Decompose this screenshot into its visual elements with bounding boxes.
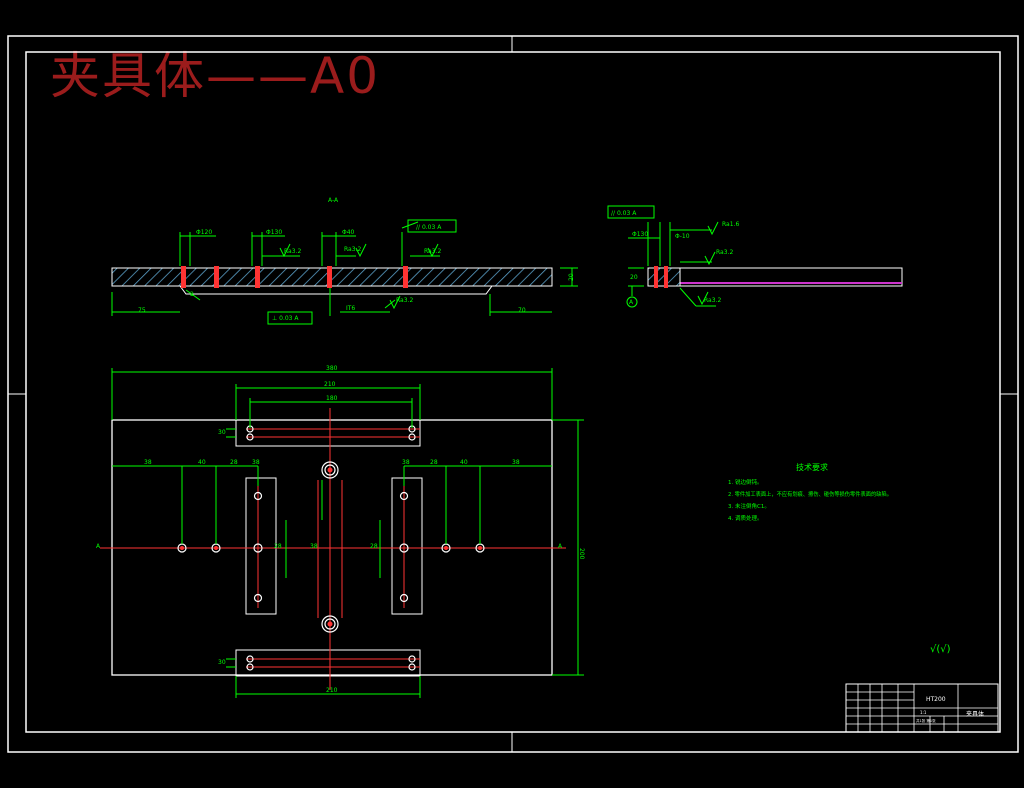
roughness-note: √(√) xyxy=(930,644,951,655)
title-block-scale: 1:1 xyxy=(920,710,927,715)
title-block-material: HT200 xyxy=(926,696,946,703)
svg-text:210: 210 xyxy=(324,381,336,388)
svg-text:A-A: A-A xyxy=(328,197,339,204)
svg-text:Ra1.6: Ra1.6 xyxy=(722,221,739,228)
svg-text:40: 40 xyxy=(198,459,206,466)
svg-text:30: 30 xyxy=(218,429,226,436)
front-section-view: A-A 75 70 20 Φ120 Φ130 Φ40 // 0.03 A Ra3… xyxy=(111,197,578,325)
title-block-sheet: 共1张 第1张 xyxy=(916,718,936,723)
svg-text:A: A xyxy=(96,543,101,550)
notes-heading: 技术要求 xyxy=(796,462,828,472)
svg-text:38: 38 xyxy=(252,459,260,466)
note-line: 4. 调质处理。 xyxy=(728,514,763,522)
svg-text:Ra3.2: Ra3.2 xyxy=(704,297,721,304)
svg-text:38: 38 xyxy=(512,459,520,466)
svg-text:380: 380 xyxy=(326,365,338,372)
svg-text:40: 40 xyxy=(460,459,468,466)
drawing-title: 夹具体——A0 xyxy=(50,47,381,105)
svg-text:A: A xyxy=(629,299,634,306)
note-line: 2. 零件加工表面上，不应有划痕、擦伤、碰伤等损伤零件表面的缺陷。 xyxy=(728,490,892,498)
title-block: HT200 夹具体 1:1 共1张 第1张 xyxy=(845,683,999,733)
svg-text:28: 28 xyxy=(230,459,238,466)
svg-text:Φ-10: Φ-10 xyxy=(675,233,690,240)
svg-text:75: 75 xyxy=(138,307,146,314)
svg-text:Φ130: Φ130 xyxy=(632,231,648,238)
title-block-part-name: 夹具体 xyxy=(966,710,984,718)
svg-text:Ra3.2: Ra3.2 xyxy=(396,297,413,304)
svg-text:38: 38 xyxy=(402,459,410,466)
svg-text:Φ40: Φ40 xyxy=(342,229,355,236)
svg-text:210: 210 xyxy=(326,687,338,694)
svg-text:Ra3.2: Ra3.2 xyxy=(284,248,301,255)
svg-text:28: 28 xyxy=(430,459,438,466)
svg-text:Ra3.2: Ra3.2 xyxy=(716,249,733,256)
plan-view: 380 210 180 210 38 40 28 38 38 28 40 38 … xyxy=(96,365,585,698)
technical-notes: 技术要求 1. 锐边倒钝。 2. 零件加工表面上，不应有划痕、擦伤、碰伤等损伤零… xyxy=(728,462,951,655)
svg-text:// 0.03 A: // 0.03 A xyxy=(416,224,442,231)
svg-text:180: 180 xyxy=(326,395,338,402)
svg-text:20: 20 xyxy=(630,274,638,281)
svg-text:IT6: IT6 xyxy=(346,305,355,312)
note-line: 3. 未注倒角C1。 xyxy=(728,502,770,510)
svg-text:38: 38 xyxy=(310,543,318,550)
svg-text:Ra3.2: Ra3.2 xyxy=(424,248,441,255)
svg-text:20: 20 xyxy=(568,273,575,281)
svg-text:38: 38 xyxy=(144,459,152,466)
svg-text:⊥ 0.03 A: ⊥ 0.03 A xyxy=(272,315,299,322)
svg-text:200: 200 xyxy=(578,548,585,560)
sheet-frame xyxy=(7,35,1019,753)
note-line: 1. 锐边倒钝。 xyxy=(728,478,763,486)
svg-text:70: 70 xyxy=(518,307,526,314)
svg-text:28: 28 xyxy=(370,543,378,550)
svg-text:2: 2 xyxy=(190,291,194,298)
svg-text:// 0.03 A: // 0.03 A xyxy=(611,210,637,217)
svg-text:30: 30 xyxy=(218,659,226,666)
svg-text:28: 28 xyxy=(274,543,282,550)
svg-text:Ra3.2: Ra3.2 xyxy=(344,246,361,253)
side-section-view: // 0.03 A Ra1.6 Φ130 Φ-10 Ra3.2 A 20 Ra3… xyxy=(607,205,903,308)
svg-text:A: A xyxy=(558,543,563,550)
svg-text:Φ130: Φ130 xyxy=(266,229,282,236)
svg-text:Φ120: Φ120 xyxy=(196,229,212,236)
